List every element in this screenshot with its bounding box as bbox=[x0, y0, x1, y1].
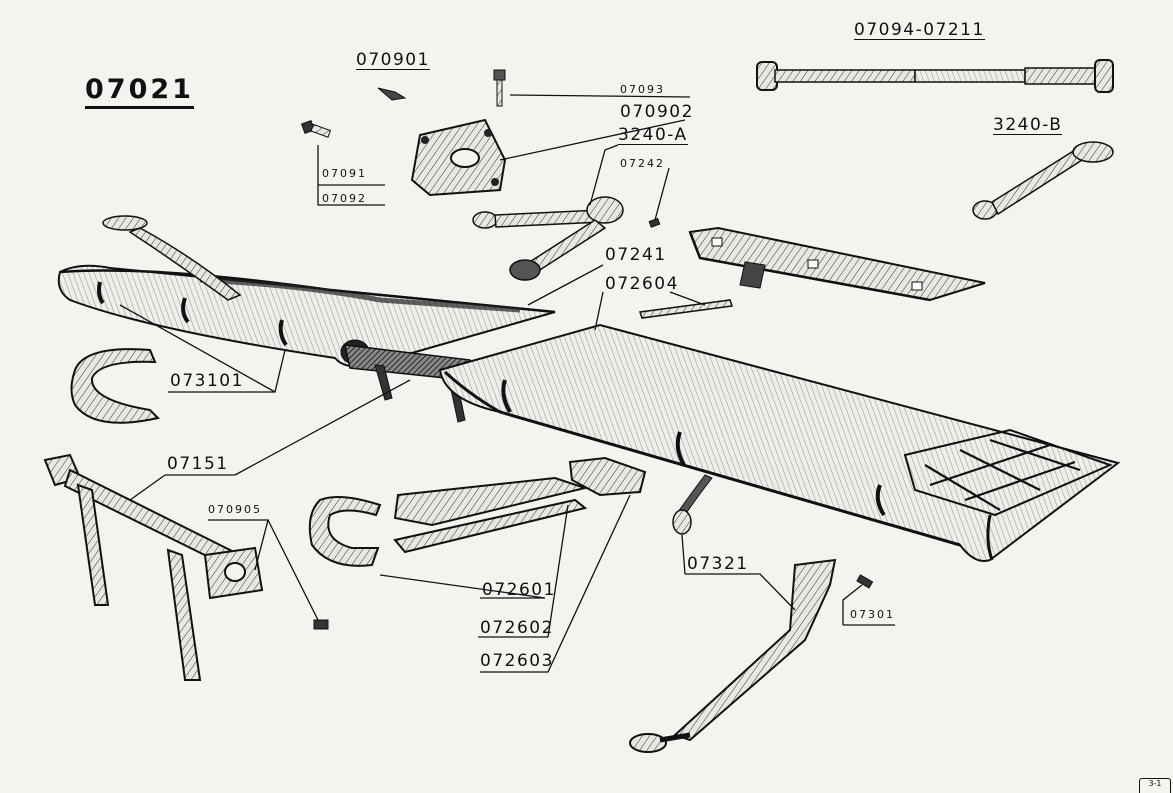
label-3240-a: 3240-A bbox=[618, 125, 688, 145]
label-072604: 072604 bbox=[605, 274, 679, 294]
label-070902: 070902 bbox=[620, 102, 694, 122]
label-07094-07211: 07094-07211 bbox=[854, 20, 985, 40]
frame-07151 bbox=[43, 453, 264, 681]
fitting-3240-a bbox=[472, 196, 624, 281]
bolt-07093 bbox=[493, 69, 506, 107]
leader-lines bbox=[119, 94, 895, 673]
label-072602: 072602 bbox=[480, 618, 554, 638]
link-3240-b bbox=[972, 141, 1114, 220]
label-070901: 070901 bbox=[356, 50, 430, 70]
channel-072602 bbox=[393, 476, 589, 554]
right-wing-panel bbox=[438, 323, 1121, 562]
label-07301: 07301 bbox=[850, 608, 895, 621]
label-07092: 07092 bbox=[322, 192, 367, 205]
label-072601: 072601 bbox=[482, 580, 556, 600]
block-072603 bbox=[568, 456, 647, 497]
small-bar-part bbox=[639, 299, 733, 319]
diagram-title: 07021 bbox=[85, 76, 194, 109]
pin-07242 bbox=[648, 217, 661, 228]
label-3240-b: 3240-B bbox=[993, 115, 1063, 135]
label-07242: 07242 bbox=[620, 157, 665, 170]
bolt-07301 bbox=[856, 574, 874, 589]
label-073101: 073101 bbox=[170, 371, 244, 391]
u-cap-072601 bbox=[308, 495, 382, 567]
screw-070901 bbox=[377, 87, 407, 101]
turnbuckle-rod bbox=[756, 59, 1114, 93]
bracket-block bbox=[410, 118, 507, 197]
label-070905: 070905 bbox=[208, 503, 262, 516]
left-wing-panel bbox=[57, 264, 556, 368]
right-wing-handle bbox=[672, 474, 713, 535]
label-07241: 07241 bbox=[605, 245, 667, 265]
label-07093: 07093 bbox=[620, 83, 665, 96]
strut-07321 bbox=[629, 558, 837, 753]
page-corner-mark: 3-1 bbox=[1139, 778, 1171, 793]
bolt-07091 bbox=[300, 119, 332, 138]
left-wing-handle bbox=[102, 215, 242, 301]
label-07321: 07321 bbox=[687, 554, 749, 574]
label-072603: 072603 bbox=[480, 651, 554, 671]
collar-073101 bbox=[70, 348, 160, 424]
label-07151: 07151 bbox=[167, 454, 229, 474]
wing-tip-cap bbox=[688, 226, 986, 302]
label-07091: 07091 bbox=[322, 167, 367, 180]
bolt-070905 bbox=[313, 619, 329, 630]
